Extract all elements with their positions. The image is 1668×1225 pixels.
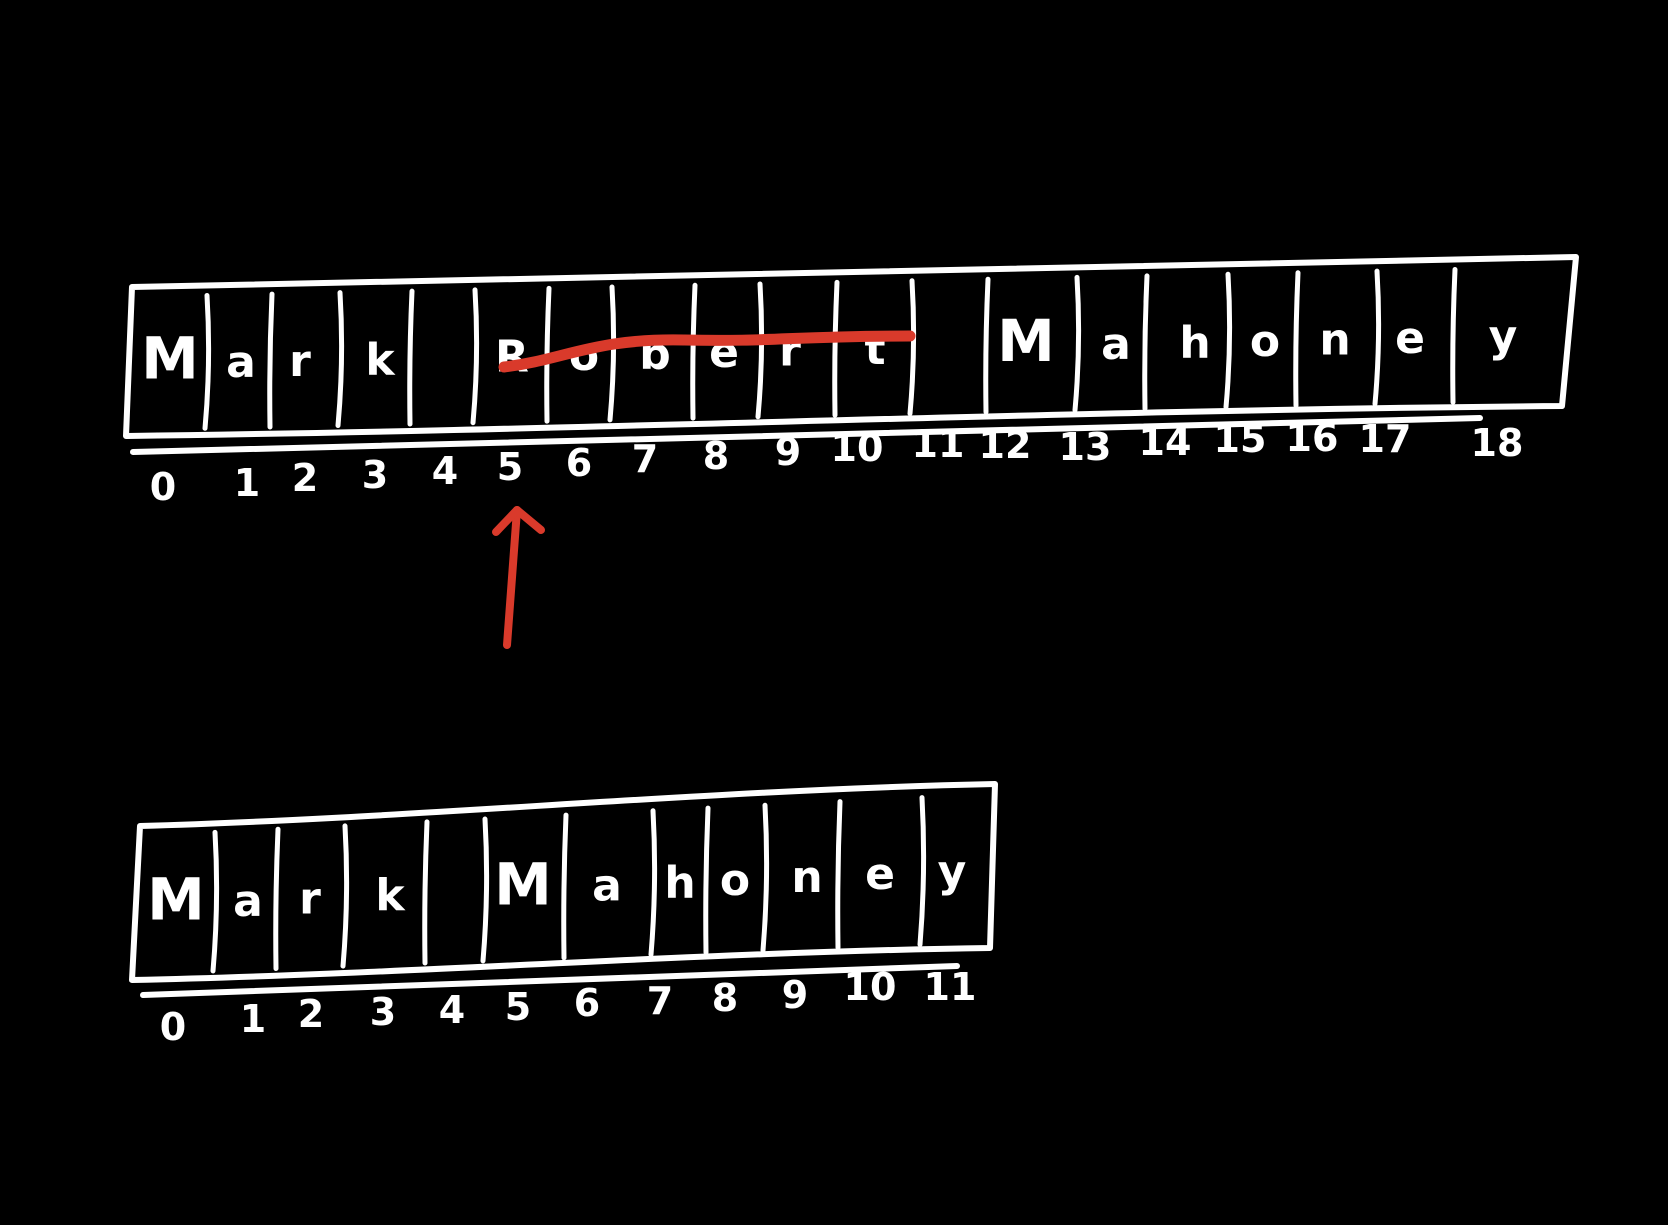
- top_array-index-label: 12: [979, 423, 1032, 467]
- top_array-index-label: 9: [775, 430, 801, 474]
- bottom_array-index-label: 6: [574, 981, 600, 1025]
- top_array-cell-char: a: [226, 337, 256, 388]
- bottom_array-cell-char: a: [233, 876, 263, 927]
- bottom_array-cell-char: M: [494, 850, 552, 918]
- arrow-shaft: [503, 506, 521, 649]
- top_array-index-label: 2: [292, 456, 318, 500]
- bottom_array-index-label: 7: [647, 979, 673, 1023]
- strike-through: [498, 330, 916, 373]
- top_array-index-label: 8: [703, 434, 729, 478]
- bottom_array-cell-divider: [703, 805, 711, 956]
- top_array-index-label: 17: [1359, 417, 1412, 461]
- bottom_array-cell-divider: [210, 829, 220, 974]
- bottom_array-cell-divider: [835, 799, 843, 951]
- top_array-index-label: 13: [1059, 425, 1112, 469]
- top_array-index-label: 18: [1471, 421, 1524, 465]
- top_array-cell-divider: [1450, 267, 1458, 405]
- top_array-cell-char: M: [141, 325, 199, 393]
- bottom_array-index-label: 2: [298, 992, 324, 1036]
- bottom_array-index-label: 8: [712, 976, 738, 1020]
- top_array-index-label: 16: [1286, 416, 1339, 460]
- top_array-cell-divider: [1142, 273, 1150, 412]
- top_array-index-label: 1: [234, 461, 260, 505]
- bottom_array-cell-char: e: [865, 849, 895, 900]
- pointer-arrow: [492, 506, 545, 649]
- top_array-cell-char: h: [1179, 317, 1210, 368]
- top_array-index-label: 11: [912, 422, 965, 466]
- bottom_array-cell-divider: [648, 808, 658, 958]
- top_array-index-label: 4: [432, 449, 458, 493]
- bottom_array-cell-divider: [480, 816, 490, 964]
- top_array-cell-divider: [690, 282, 698, 421]
- top_array-cell-char: M: [997, 307, 1055, 375]
- top_array-cell-divider: [907, 278, 917, 417]
- top_array-cell-divider: [407, 288, 415, 427]
- top_array-index-label: 10: [831, 426, 884, 470]
- top_array-cell-divider: [202, 292, 212, 431]
- top_array-cell-char: a: [1101, 319, 1131, 370]
- bottom_array-cell-char: h: [664, 858, 695, 909]
- bottom_array-index-label: 10: [844, 965, 897, 1009]
- bottom_array-index-label: 5: [505, 985, 531, 1029]
- bottom_array-cell-divider: [422, 819, 430, 966]
- bottom_array-cell-char: a: [592, 861, 622, 912]
- top_array-index-label: 0: [150, 465, 176, 509]
- bottom_array-cell-divider: [561, 812, 569, 961]
- bottom_array-cell-char: M: [147, 865, 205, 933]
- top_array-cell-char: r: [289, 336, 311, 387]
- top_array-cell-char: k: [365, 334, 396, 385]
- top_array-box-outline: [123, 254, 1579, 439]
- bottom_array-cell-char: o: [720, 855, 750, 906]
- bottom_array-index-label: 1: [240, 997, 266, 1041]
- bottom_array-box-outline: [129, 781, 998, 983]
- bottom_array-index-label: 3: [370, 990, 396, 1034]
- top_array-index-label: 5: [497, 445, 523, 489]
- bottom_array-index-label: 0: [160, 1005, 186, 1049]
- bottom_array-cell-divider: [760, 802, 770, 953]
- top_array-index-label: 6: [566, 441, 592, 485]
- bottom_array-cell-char: r: [299, 874, 321, 925]
- bottom_array-cell-divider: [340, 823, 350, 969]
- top_array-underline: [130, 415, 1483, 455]
- top_array-cell-divider: [267, 291, 275, 430]
- top_array-cell-char: e: [1395, 313, 1425, 364]
- top_array-index-label: 7: [632, 437, 658, 481]
- top_array-cell-divider: [983, 276, 991, 415]
- top_array-cell-divider: [607, 284, 617, 423]
- bottom_array-underline: [140, 963, 960, 998]
- bottom_array-cell-divider: [273, 826, 281, 972]
- top_array-cell-char: R: [495, 332, 529, 383]
- top_array-cell-divider: [1293, 270, 1301, 409]
- strike-line: [498, 330, 916, 373]
- top_array-cell-char: o: [1250, 316, 1280, 367]
- top_array-cell-divider: [335, 290, 345, 429]
- bottom_array-cell-char: n: [791, 852, 822, 903]
- arrow-head: [492, 506, 545, 536]
- top_array-index-label: 14: [1139, 420, 1192, 464]
- top_array-cell-divider: [1372, 268, 1382, 407]
- top_array-index-label: 3: [362, 453, 388, 497]
- bottom_array-index-label: 9: [782, 973, 808, 1017]
- top_array-cell-divider: [755, 281, 765, 420]
- top_array-cell-divider: [1072, 274, 1082, 413]
- top_array-cell-char: n: [1319, 314, 1350, 365]
- top_array-cell-divider: [832, 279, 840, 418]
- bottom_array-cell-char: y: [938, 846, 967, 897]
- bottom_array-cell-divider: [917, 795, 927, 948]
- top_array-index-label: 15: [1214, 417, 1267, 461]
- bottom_array-index-label: 4: [439, 988, 465, 1032]
- top_array-cell-divider: [1223, 271, 1233, 410]
- top_array-cell-char: y: [1489, 311, 1518, 362]
- top_array-cell-divider: [470, 287, 480, 426]
- bottom_array-cell-char: k: [375, 870, 406, 921]
- bottom_array-index-label: 11: [924, 965, 977, 1009]
